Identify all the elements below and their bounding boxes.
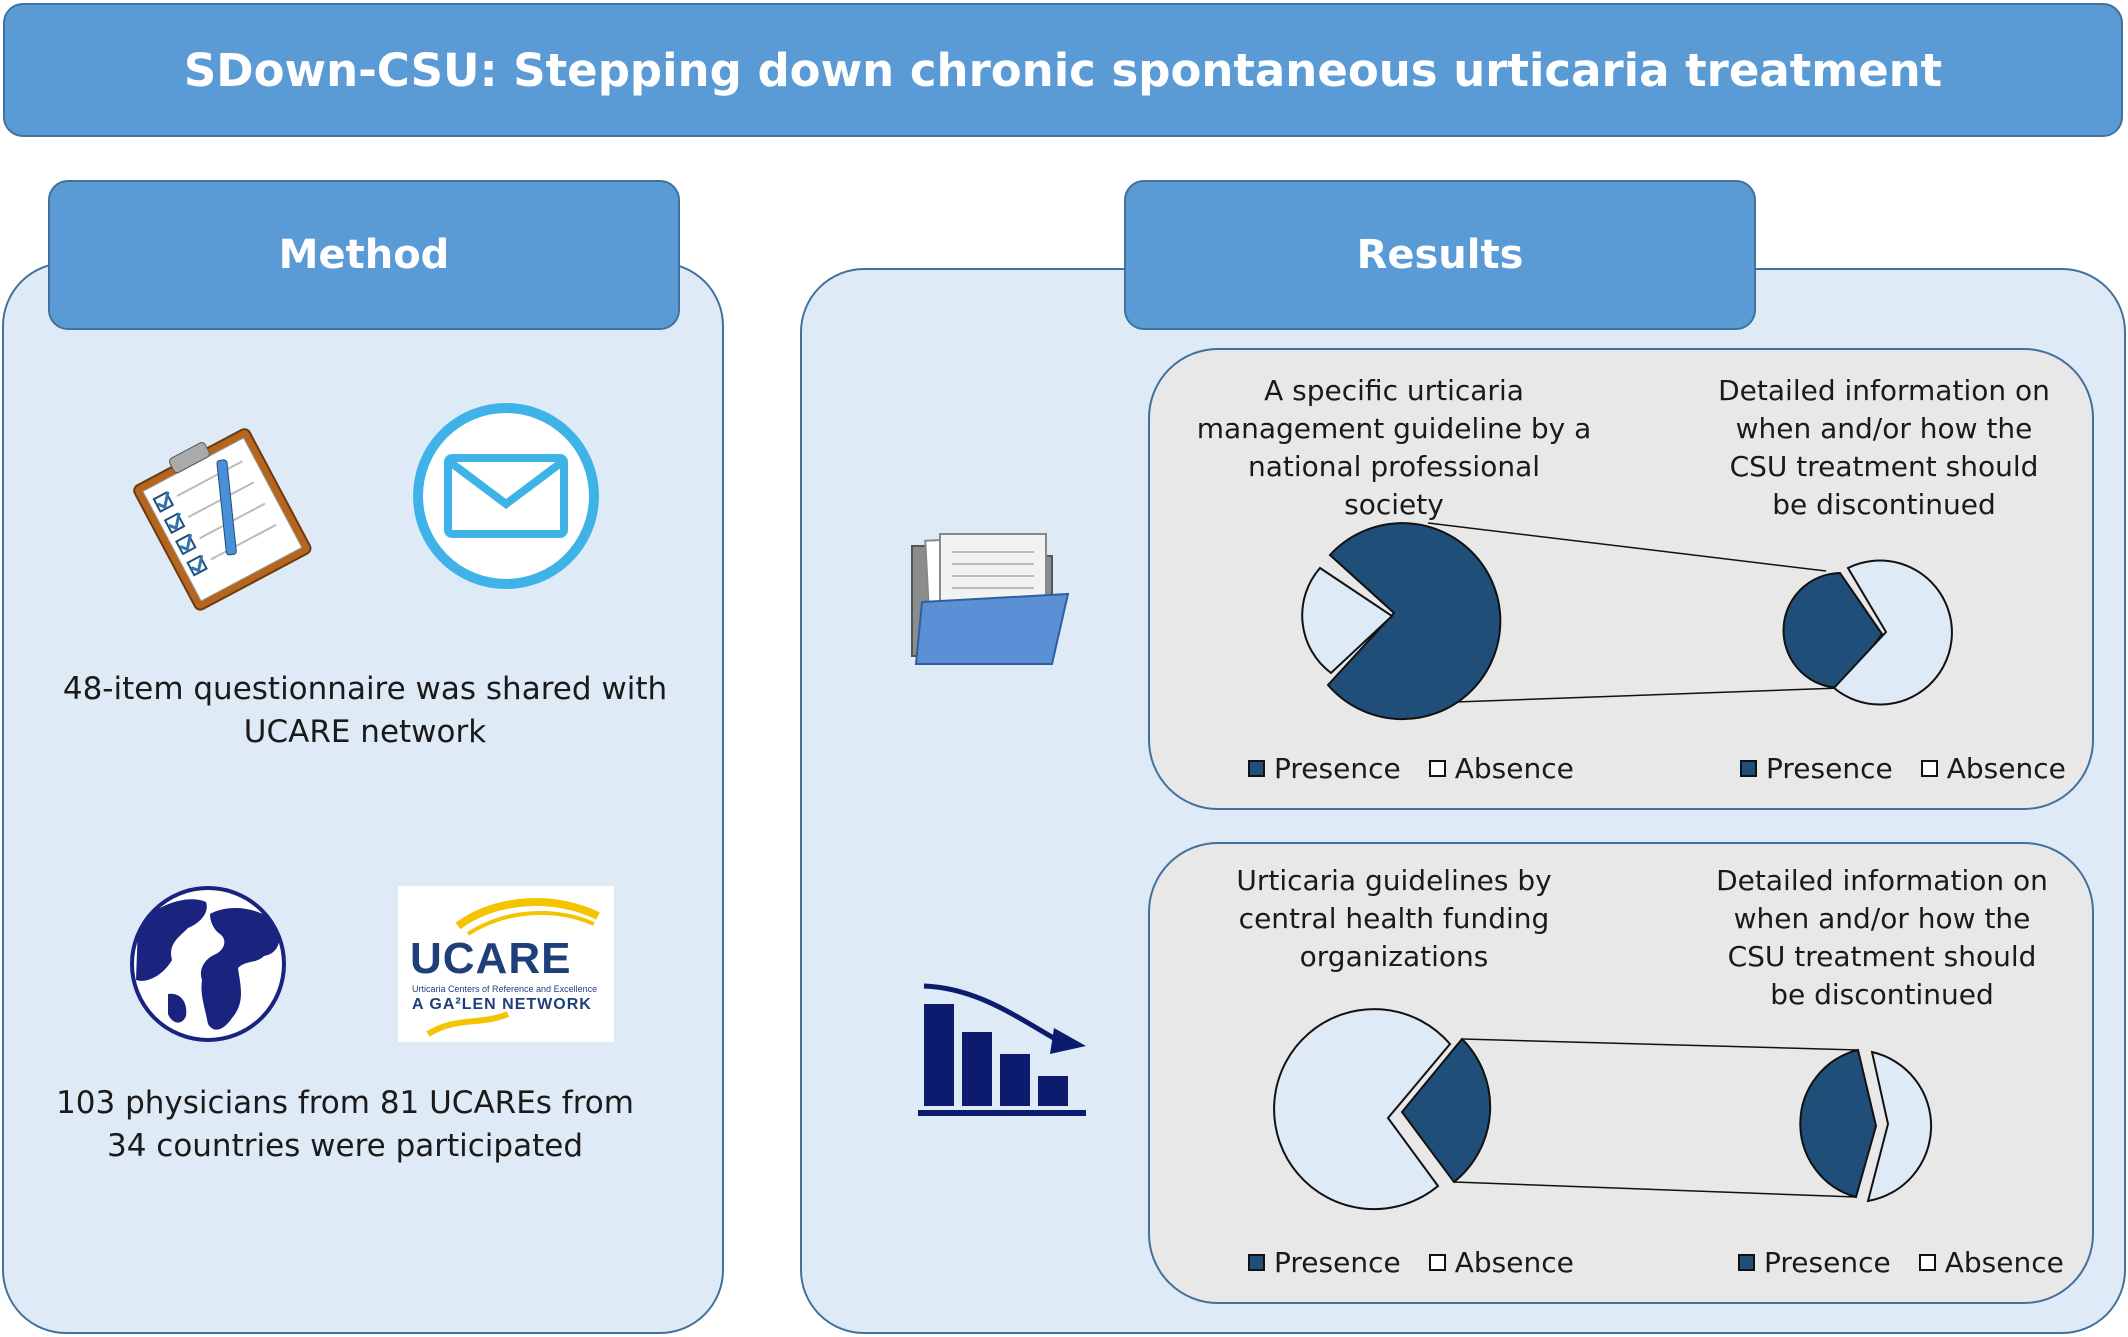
absence-swatch: [1428, 1253, 1446, 1271]
card-1-right-pie-absence: [1832, 559, 1953, 706]
card-1-left-label: A specific urticaria management guidelin…: [1196, 374, 1592, 521]
card-2-left-pie-absence: [1273, 1008, 1452, 1211]
legend-presence: Presence: [1274, 1245, 1401, 1279]
title-banner: SDown-CSU: Stepping down chronic spontan…: [3, 3, 2123, 137]
presence-swatch: [1740, 759, 1757, 777]
presence-swatch: [1248, 759, 1265, 777]
legend-absence: Absence: [1454, 1245, 1574, 1279]
method-heading: Method: [278, 232, 450, 278]
card-2-connector-top: [1461, 1038, 1859, 1051]
legend-absence: Absence: [1946, 751, 2066, 785]
card-2-right-legend: Presence Absence: [1738, 1242, 2064, 1282]
card-2-left-pie-presence: [1400, 1037, 1492, 1184]
card-1-pie-diagram: [1301, 522, 1953, 721]
clipboard-checklist-icon: [125, 428, 315, 611]
legend-presence: Presence: [1274, 751, 1401, 785]
card-1-right-legend: Presence Absence: [1740, 748, 2066, 788]
card-2-left-legend: Presence Absence: [1248, 1242, 1574, 1282]
results-tab: Results: [1124, 180, 1756, 330]
card-1-right-label: Detailed information on when and/or how …: [1718, 374, 2050, 521]
card-1-connector-bottom: [1427, 687, 1841, 704]
absence-swatch: [1920, 759, 1938, 777]
ucare-logo-network: A GA²LEN NETWORK: [412, 996, 592, 1013]
card-1-left-legend: Presence Absence: [1248, 748, 1574, 788]
presence-swatch: [1248, 1253, 1265, 1271]
card-2-connector-bottom: [1453, 1181, 1857, 1198]
folder-documents-icon: [902, 532, 1072, 672]
method-tab: Method: [48, 180, 680, 330]
card-2-left-label: Urticaria guidelines by central health f…: [1236, 864, 1552, 973]
results-heading: Results: [1356, 232, 1524, 278]
legend-absence: Absence: [1454, 751, 1574, 785]
legend-presence: Presence: [1764, 1245, 1891, 1279]
page-title: SDown-CSU: Stepping down chronic spontan…: [183, 43, 1943, 97]
card-1-left-pie-presence: [1326, 522, 1502, 721]
card-2-pie-diagram: [1273, 1008, 1933, 1211]
globe-icon: [128, 884, 288, 1044]
absence-swatch: [1918, 1253, 1936, 1271]
card-1-left-pie-absence: [1301, 566, 1394, 675]
envelope-icon: [410, 400, 602, 592]
ucare-logo: UCARE Urticaria Centers of Reference and…: [398, 886, 614, 1042]
method-panel: [2, 262, 724, 1334]
legend-absence: Absence: [1944, 1245, 2064, 1279]
questionnaire-text: 48-item questionnaire was shared with UC…: [62, 671, 668, 750]
declining-bar-chart-icon: [918, 978, 1090, 1118]
presence-swatch: [1738, 1253, 1755, 1271]
ucare-logo-name: UCARE: [410, 934, 572, 983]
card-1-connector-top: [1427, 522, 1827, 572]
legend-presence: Presence: [1766, 751, 1893, 785]
card-2-right-label: Detailed information on when and/or how …: [1716, 864, 2048, 1011]
result-card-1: [1148, 348, 2094, 810]
participants-text: 103 physicians from 81 UCAREs from 34 co…: [56, 1085, 634, 1164]
card-2-right-pie-absence: [1866, 1050, 1933, 1203]
card-2-right-pie-presence: [1799, 1048, 1878, 1199]
ucare-logo-subtitle: Urticaria Centers of Reference and Excel…: [412, 984, 598, 994]
absence-swatch: [1428, 759, 1446, 777]
card-1-right-pie-presence: [1782, 571, 1884, 690]
